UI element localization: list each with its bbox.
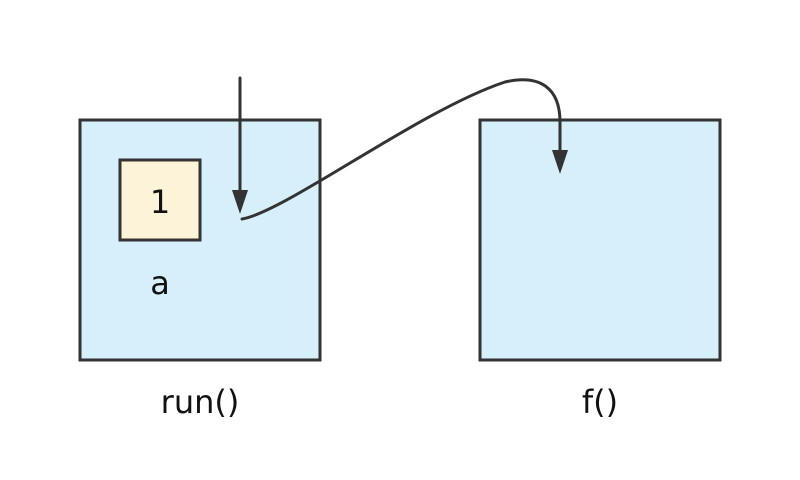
frame-run-label: run() <box>161 383 240 421</box>
variable-a-value: 1 <box>150 183 170 221</box>
call-arrow <box>240 78 568 221</box>
frame-f-label: f() <box>582 383 618 421</box>
frame-f: f() <box>478 118 722 421</box>
frame-f-box <box>478 118 722 362</box>
variable-a-value-box <box>118 158 202 242</box>
variable-a-name: a <box>150 264 170 302</box>
frame-run: 1 a run() <box>78 118 322 421</box>
control-flow-entry-arrow <box>232 76 248 214</box>
